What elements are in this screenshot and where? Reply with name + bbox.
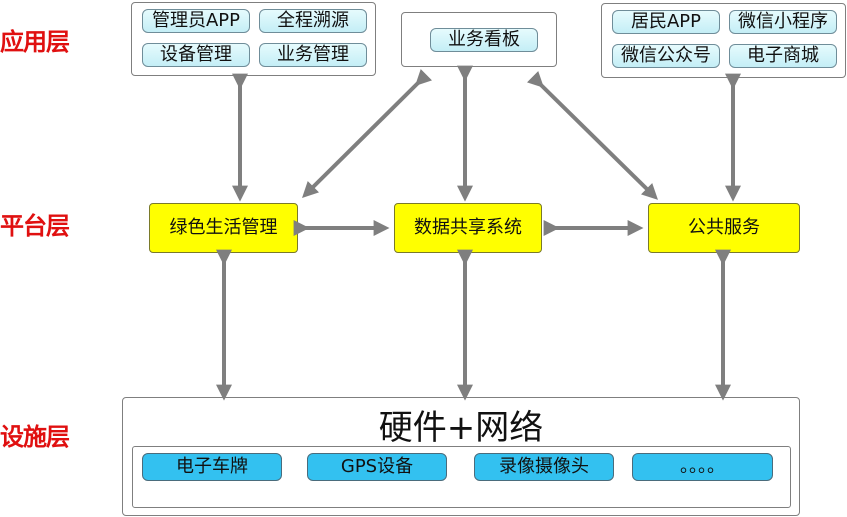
- app-item-wechat-miniprogram[interactable]: 微信小程序: [729, 10, 837, 34]
- app-item-wechat-official-account[interactable]: 微信公众号: [612, 44, 720, 68]
- app-item-resident-app[interactable]: 居民APP: [612, 10, 720, 34]
- arrow-dashboard-to-public-service: [526, 71, 658, 200]
- hardware-network-title: 硬件+网络: [378, 408, 544, 448]
- hardware-items-container: 电子车牌 GPS设备 录像摄像头 。。。。: [132, 446, 791, 508]
- arrow-dashboard-to-green-life: [302, 68, 433, 198]
- app-item-admin-app[interactable]: 管理员APP: [142, 9, 250, 33]
- app-item-dashboard[interactable]: 业务看板: [430, 28, 538, 52]
- hardware-item-video-camera[interactable]: 录像摄像头: [474, 453, 614, 481]
- hardware-item-more[interactable]: 。。。。: [632, 453, 773, 481]
- hardware-network-group: 硬件+网络 电子车牌 GPS设备 录像摄像头 。。。。: [122, 397, 800, 516]
- app-group-center: 业务看板: [401, 12, 557, 67]
- app-item-device-management[interactable]: 设备管理: [142, 43, 250, 67]
- app-item-business-management[interactable]: 业务管理: [259, 43, 367, 67]
- hardware-item-electronic-plate[interactable]: 电子车牌: [142, 453, 282, 481]
- platform-green-life-management[interactable]: 绿色生活管理: [149, 203, 298, 253]
- app-group-right: 居民APP 微信小程序 微信公众号 电子商城: [601, 3, 846, 78]
- app-group-left: 管理员APP 全程溯源 设备管理 业务管理: [131, 2, 376, 76]
- app-item-e-mall[interactable]: 电子商城: [729, 44, 837, 68]
- layer-label-platform: 平台层: [0, 212, 70, 240]
- hardware-item-gps-device[interactable]: GPS设备: [307, 453, 447, 481]
- app-item-traceability[interactable]: 全程溯源: [259, 9, 367, 33]
- layer-label-application: 应用层: [0, 28, 70, 56]
- platform-data-sharing-system[interactable]: 数据共享系统: [394, 203, 542, 253]
- layer-label-infrastructure: 设施层: [0, 423, 70, 451]
